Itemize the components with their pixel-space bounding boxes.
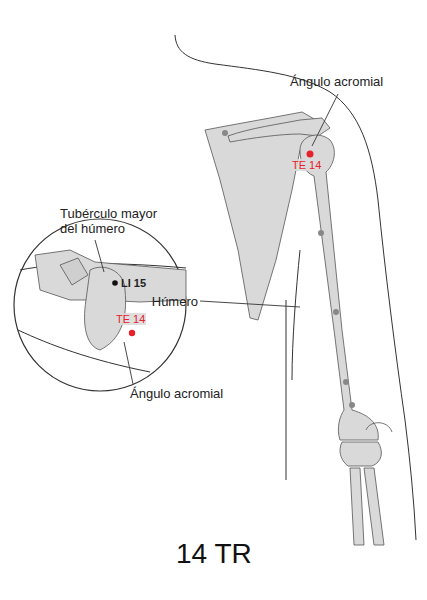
point-label: TE 14	[115, 313, 146, 325]
humerus	[300, 135, 378, 440]
anatomy-label: Ángulo acromial	[290, 74, 383, 89]
scapula	[205, 112, 316, 320]
anatomy-label: Ángulo acromial	[130, 386, 223, 401]
point-label: TE 14	[291, 159, 322, 171]
point-label: LI 15	[121, 277, 146, 289]
acupoint-dots	[222, 130, 355, 408]
anatomy-label: Húmero	[152, 294, 198, 309]
te14-point	[307, 151, 314, 158]
caption: 14 TR	[176, 538, 252, 570]
anatomy-label: Tubérculo mayor del húmero	[60, 206, 175, 236]
leader-lines	[95, 94, 338, 384]
elbow-forearm	[340, 423, 392, 545]
body-outline	[175, 35, 416, 540]
